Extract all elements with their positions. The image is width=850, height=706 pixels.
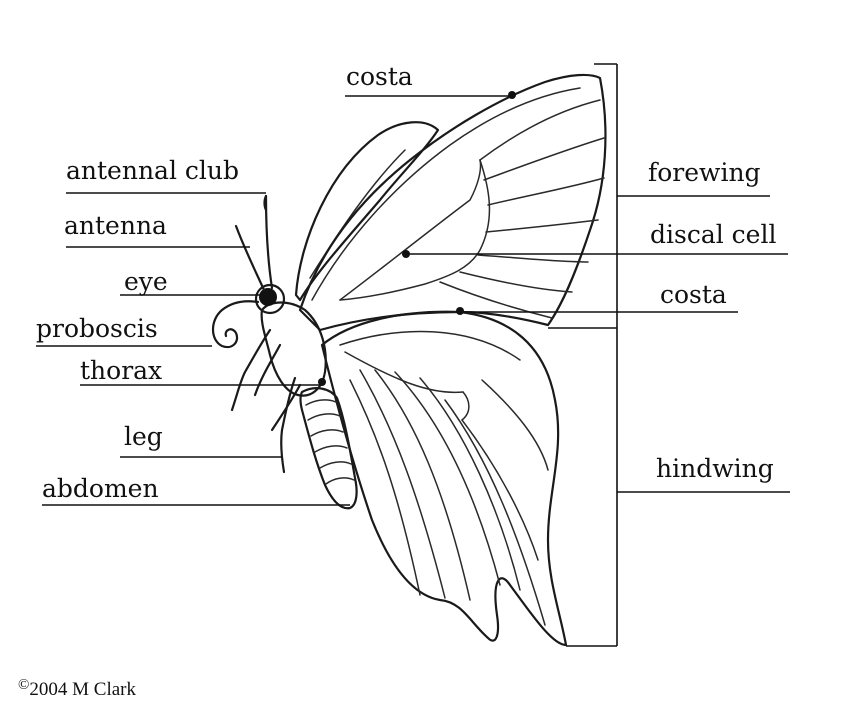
costa-mid-dot <box>456 307 464 315</box>
copyright-text: 2004 M Clark <box>29 679 137 700</box>
label-eye: eye <box>124 267 168 296</box>
label-antenna: antenna <box>64 211 167 240</box>
label-abdomen: abdomen <box>42 474 159 503</box>
costa-top-dot <box>508 91 516 99</box>
copyright-symbol: © <box>18 677 30 693</box>
hindwing-shape <box>320 310 568 647</box>
label-forewing: forewing <box>648 158 761 187</box>
thorax-dot <box>318 378 326 386</box>
label-leg: leg <box>124 422 163 451</box>
leader-lines <box>36 63 790 647</box>
label-discal-cell: discal cell <box>650 220 777 249</box>
butterfly-body <box>211 194 358 510</box>
label-costa-mid: costa <box>660 280 727 309</box>
far-forewing-shape <box>294 121 440 302</box>
label-costa-top: costa <box>346 62 413 91</box>
copyright-notice: ©2004 M Clark <box>18 677 137 700</box>
label-hindwing: hindwing <box>656 454 774 483</box>
forewing-shape <box>298 73 607 332</box>
discal-cell-dot <box>402 250 410 258</box>
label-proboscis: proboscis <box>36 314 158 343</box>
label-thorax: thorax <box>80 356 163 385</box>
label-antennal-club: antennal club <box>66 156 239 185</box>
